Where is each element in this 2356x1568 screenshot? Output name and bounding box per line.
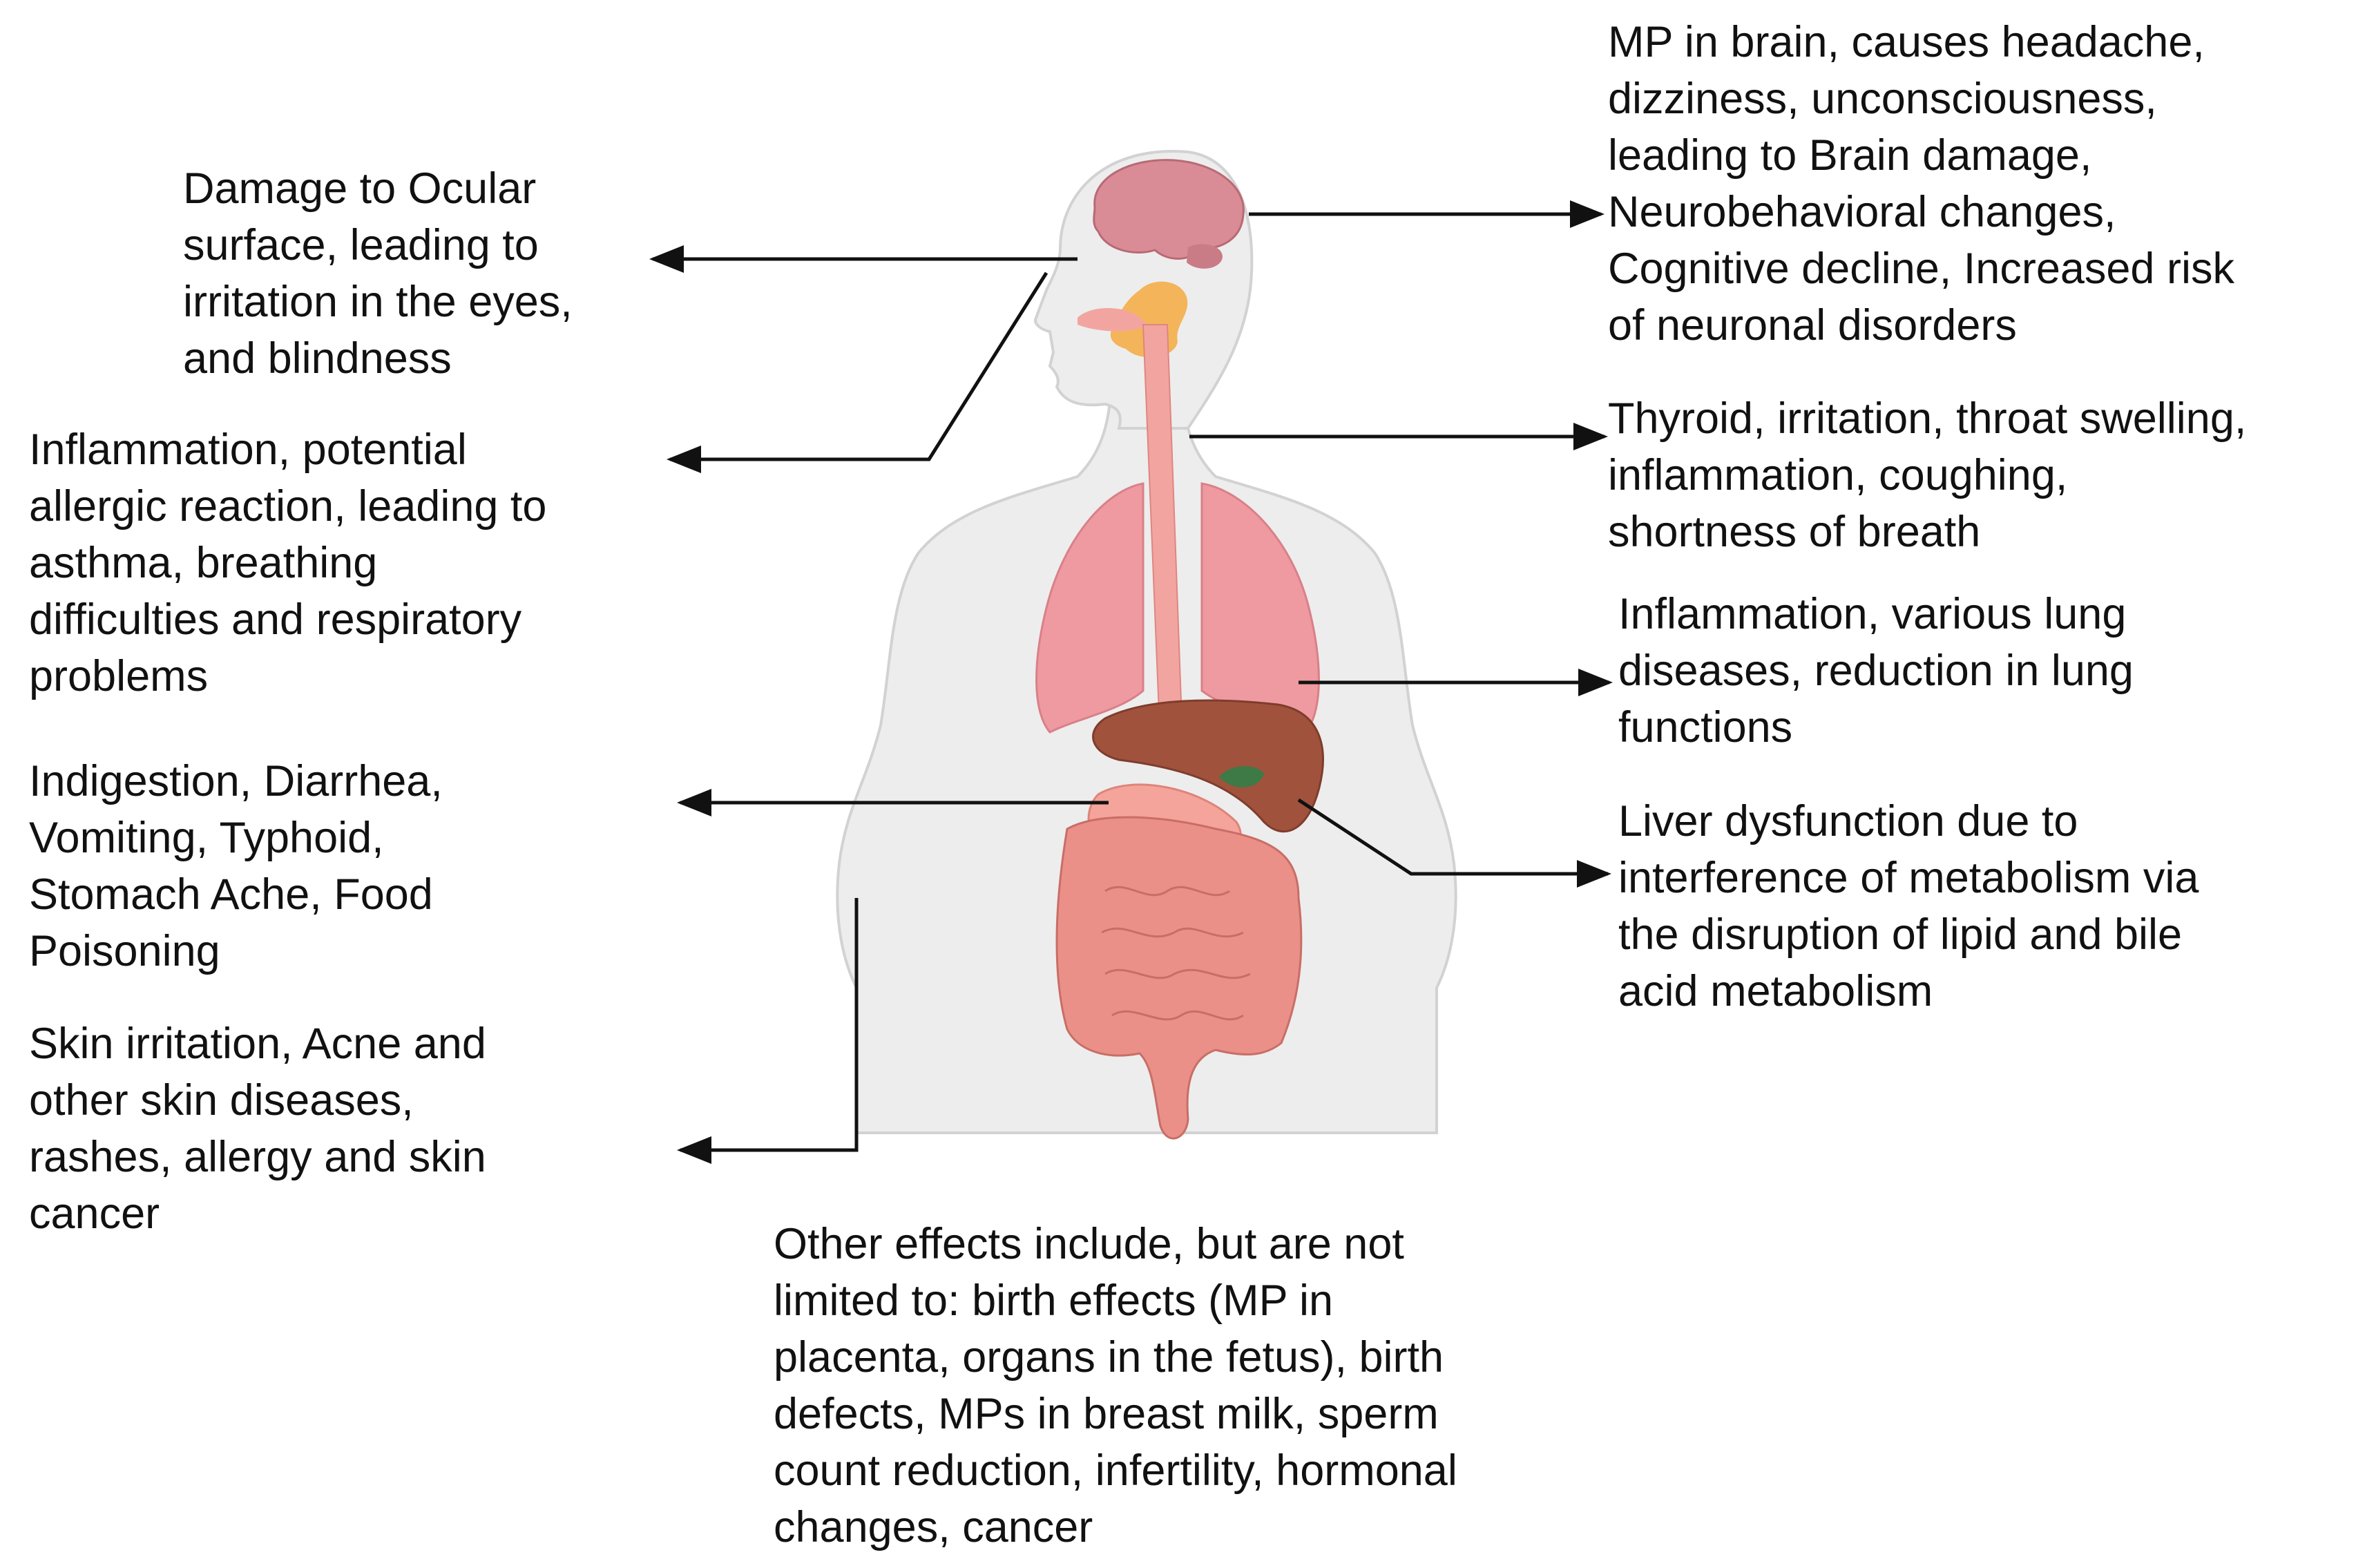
connector-arrows xyxy=(649,200,1613,1164)
label-other-effects: Other effects include, but are not limit… xyxy=(774,1220,1457,1551)
mouth-throat-icon xyxy=(1078,308,1147,332)
gallbladder-icon xyxy=(1219,766,1264,787)
brain-icon xyxy=(1093,159,1245,260)
left-lung-icon xyxy=(1035,482,1145,734)
cerebellum-icon xyxy=(1187,244,1223,269)
label-liver-effects: Liver dysfunction due to interference of… xyxy=(1618,797,2199,1015)
label-respiratory-effects: Inflammation, potential allergic reactio… xyxy=(29,426,547,700)
label-digestive-effects: Indigestion, Diarrhea, Vomiting, Typhoid… xyxy=(29,757,443,975)
label-thyroid-effects: Thyroid, irritation, throat swelling, in… xyxy=(1608,394,2247,556)
liver-icon xyxy=(1092,699,1324,833)
arrow-respiratory xyxy=(667,271,1048,473)
arrow-skin xyxy=(677,898,859,1164)
label-ocular-effects: Damage to Ocular surface, leading to irr… xyxy=(183,164,573,383)
label-lung-effects: Inflammation, various lung diseases, red… xyxy=(1618,590,2134,752)
intestine-folds xyxy=(1101,886,1251,1021)
intestines-icon xyxy=(1055,816,1303,1140)
arrow-liver xyxy=(1297,798,1611,888)
organs xyxy=(1035,159,1324,1140)
label-brain-effects: MP in brain, causes headache, dizziness,… xyxy=(1608,18,2234,350)
label-skin-effects: Skin irritation, Acne and other skin dis… xyxy=(29,1020,486,1238)
